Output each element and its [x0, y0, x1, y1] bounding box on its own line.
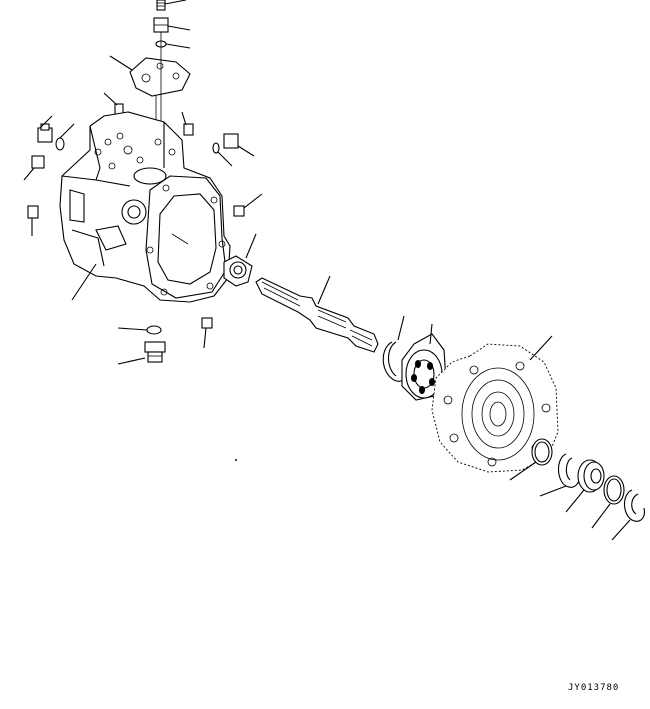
pump-housing: [59, 111, 231, 303]
bottom-oring: [117, 325, 162, 335]
retaining-ring-1: [509, 438, 553, 481]
top-hex-fitting: [153, 17, 191, 33]
plug-upper: [103, 92, 124, 117]
plug-lower: [201, 317, 213, 349]
drawing-reference-code: JY013780: [568, 683, 620, 693]
bottom-plug: [117, 341, 166, 365]
retaining-ring-3: [591, 475, 625, 529]
top-bleed-screw: [156, 0, 187, 11]
cover-plate: [109, 55, 191, 97]
plug-right-1: [223, 133, 255, 157]
rear-bearing: [401, 323, 447, 401]
drive-shaft: [255, 275, 379, 353]
plug-top-right: [181, 111, 194, 136]
plug-right-2: [233, 193, 263, 217]
oil-seal: [565, 459, 605, 513]
oring-right: [212, 142, 233, 167]
oring-left: [55, 123, 75, 151]
plug-left-2: [23, 155, 45, 181]
stray-dot: [234, 458, 237, 461]
bore-axis: [171, 233, 189, 245]
plug-left-1: [37, 115, 53, 143]
snap-ring-4: [611, 489, 645, 541]
front-bearing: [223, 233, 257, 287]
end-cover: [431, 335, 559, 473]
plug-left-3: [27, 205, 39, 236]
